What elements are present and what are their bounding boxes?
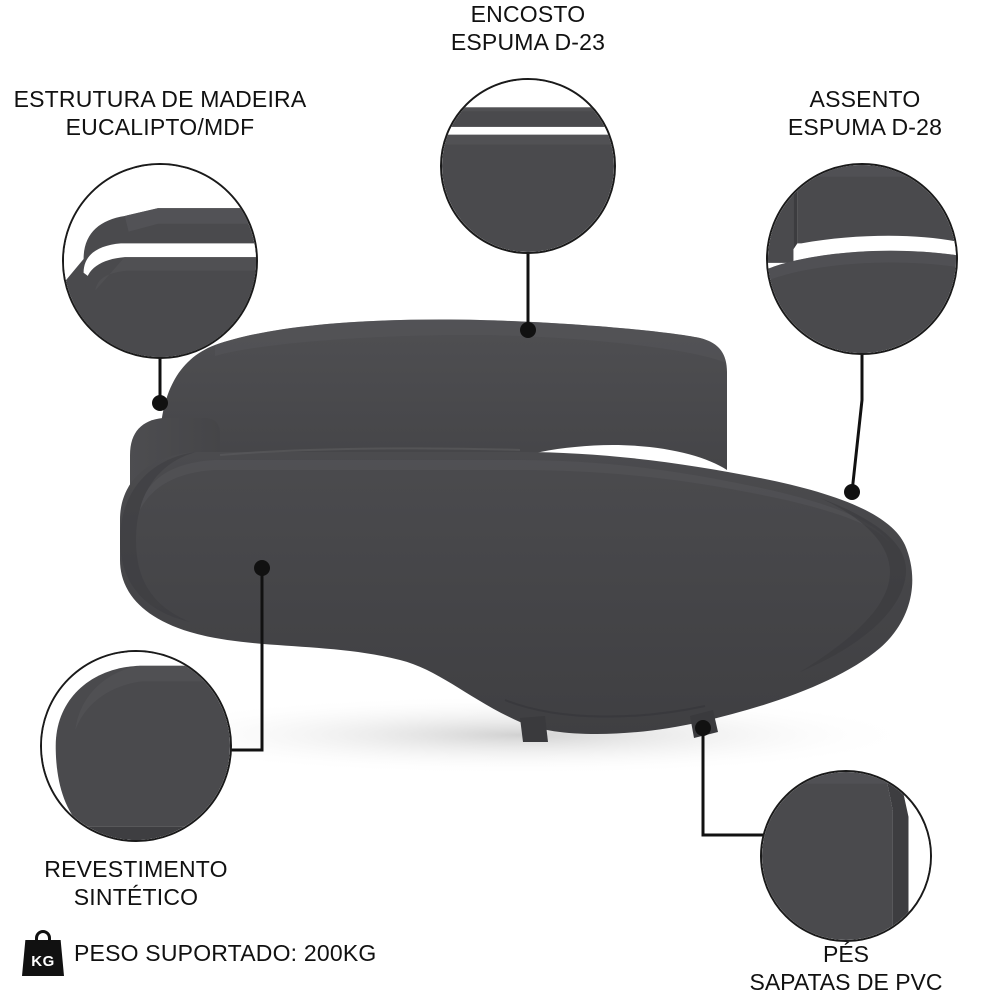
- callout-label-estrutura: ESTRUTURA DE MADEIRA EUCALIPTO/MDF: [13, 86, 307, 140]
- backrest-foam-detail: [442, 80, 614, 252]
- kg-icon-text: KG: [31, 952, 55, 970]
- callout-label-revestimento: REVESTIMENTO SINTÉTICO: [44, 856, 228, 910]
- callout-bubble-estrutura: [62, 163, 258, 359]
- kg-weight-icon: KG: [22, 930, 64, 976]
- weight-capacity-footer: KG PESO SUPORTADO: 200KG: [22, 930, 376, 976]
- upholstery-surface-detail: [42, 652, 230, 840]
- callout-bubble-pes: [760, 770, 932, 942]
- callout-label-assento: ASSENTO ESPUMA D-28: [787, 86, 943, 140]
- callout-bubble-assento: [766, 163, 958, 355]
- callout-label-encosto: ENCOSTO ESPUMA D-23: [450, 1, 606, 55]
- wood-frame-armrest-detail: [64, 165, 256, 357]
- leader-endpoints: [152, 322, 860, 736]
- seat-foam-detail: [768, 165, 956, 353]
- callout-label-pes: PÉS SAPATAS DE PVC: [749, 941, 943, 995]
- callout-bubble-revestimento: [40, 650, 232, 842]
- pvc-foot-detail: [762, 772, 930, 940]
- callout-bubble-encosto: [440, 78, 616, 254]
- weight-capacity-label: PESO SUPORTADO: 200KG: [74, 939, 377, 966]
